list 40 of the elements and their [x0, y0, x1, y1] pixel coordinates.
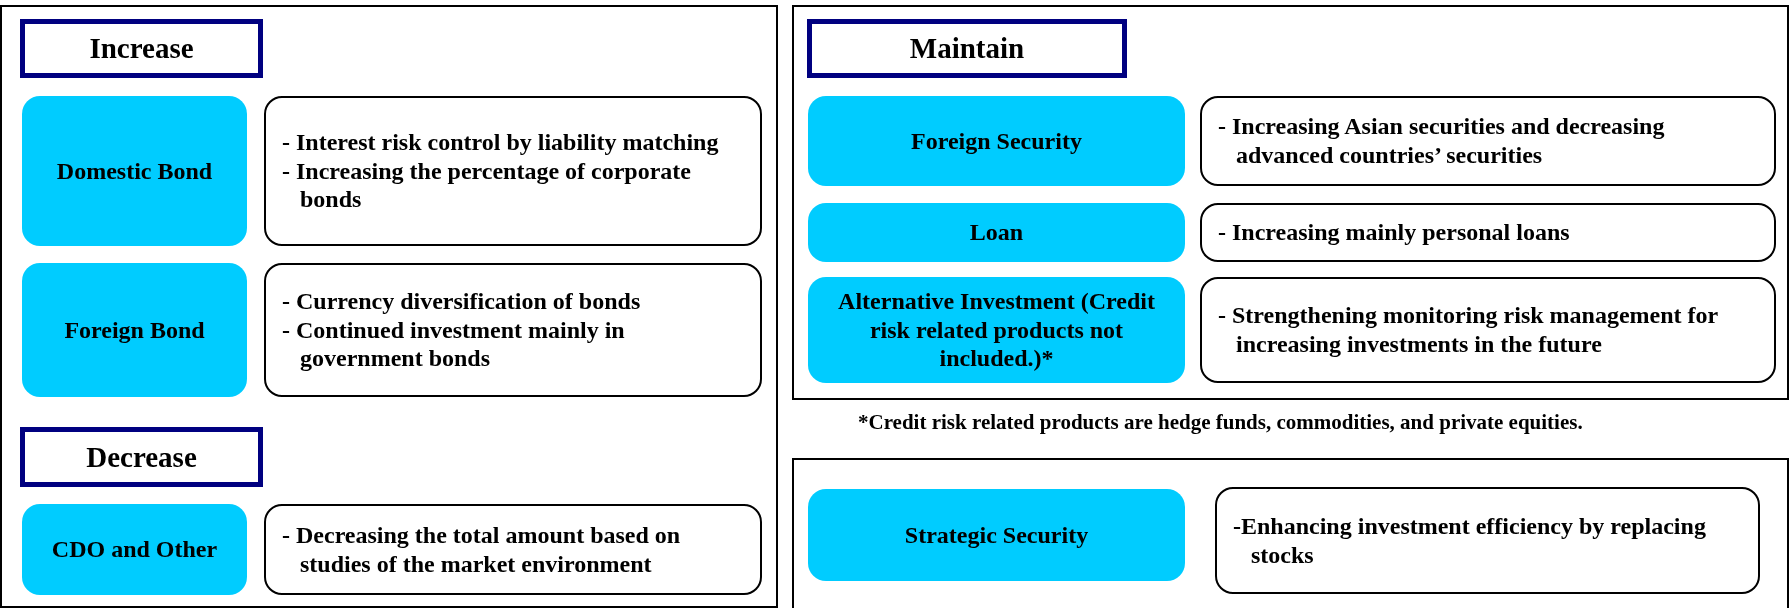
- panel-frame: [0, 5, 778, 608]
- note-box: [1200, 203, 1776, 262]
- bullet-text: - Strengthening monitoring risk management for increasing investments in the future: [1218, 301, 1719, 359]
- category-box: [808, 489, 1185, 581]
- bullet-text: - Continued investment mainly in government bonds: [282, 315, 626, 374]
- heading-text: Maintain: [909, 32, 1025, 65]
- bullet-text: -Enhancing investment efficiency by replacing stocks: [1233, 511, 1707, 570]
- bullet-text: - Increasing Asian securities and decreasing advanced countries’ securities: [1218, 112, 1666, 170]
- category-label: Alternative Investment (Credit risk related products not included.)*: [837, 286, 1156, 374]
- bullet-text: - Currency diversification of bonds: [282, 286, 642, 316]
- bullet-text: - Decreasing the total amount based on studies of the market environment: [282, 520, 682, 579]
- category-label: Foreign Security: [911, 126, 1082, 156]
- heading-text: Decrease: [86, 440, 197, 474]
- category-box: [808, 96, 1185, 186]
- panel-frame: [792, 458, 1789, 608]
- category-box: [22, 504, 247, 595]
- bullet-text: - Interest risk control by liability matching: [282, 127, 720, 157]
- category-box: [22, 96, 247, 246]
- category-label: Foreign Bond: [64, 315, 205, 345]
- bullet-text: - Increasing the percentage of corporate bonds: [282, 156, 692, 215]
- note-box: [1200, 277, 1776, 383]
- category-label: Domestic Bond: [56, 156, 213, 186]
- heading-box: [807, 19, 1127, 78]
- category-label: Loan: [969, 218, 1024, 247]
- heading-text: Increase: [89, 32, 194, 65]
- category-box: [22, 263, 247, 397]
- note-box: [264, 504, 762, 595]
- heading-box: [20, 19, 263, 78]
- note-box: [1200, 96, 1776, 186]
- heading-box: [20, 427, 263, 487]
- category-box: [808, 277, 1185, 383]
- category-box: [808, 203, 1185, 262]
- bullet-text: - Increasing mainly personal loans: [1218, 218, 1571, 247]
- footnote: *Credit risk related products are hedge funds, commodities, and private equities.: [858, 410, 1583, 435]
- note-box: [1215, 487, 1760, 594]
- panel-frame: [792, 5, 1789, 400]
- note-box: [264, 96, 762, 246]
- note-box: [264, 263, 762, 397]
- category-label: Strategic Security: [904, 520, 1089, 550]
- category-label: CDO and Other: [51, 535, 218, 564]
